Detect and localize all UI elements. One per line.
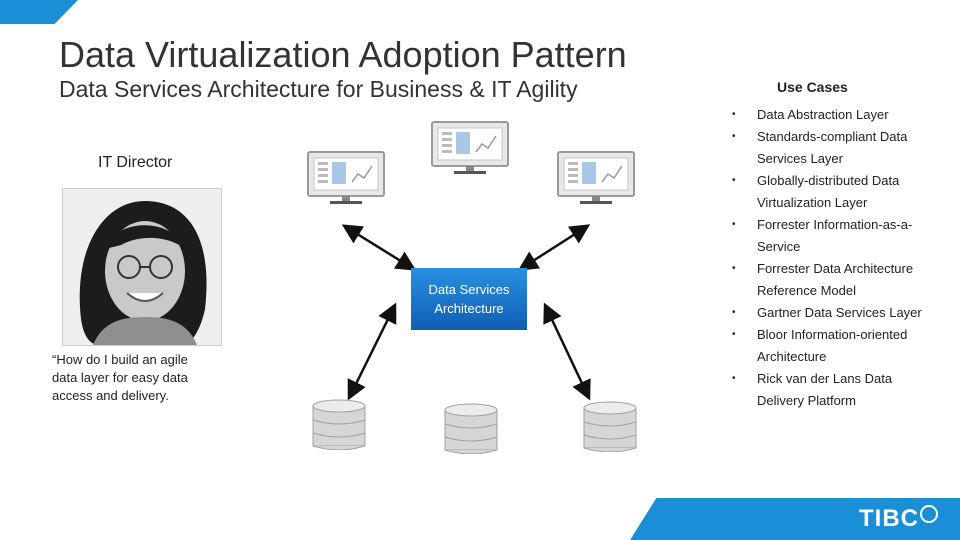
bullet-icon: • (732, 131, 736, 142)
database-icon (583, 401, 637, 452)
use-case-text: Bloor Information-oriented Architecture (757, 327, 908, 364)
use-case-text: Forrester Data Architecture Reference Mo… (757, 261, 914, 298)
company-logo: TIBC (859, 505, 938, 533)
use-case-text: Globally-distributed Data Virtualization… (757, 173, 900, 210)
bullet-icon: • (732, 329, 736, 340)
arrow-icon (543, 302, 591, 401)
bullet-icon: • (732, 263, 736, 274)
person-portrait-image (63, 189, 221, 345)
data-services-architecture-box: Data Services Architecture (411, 268, 527, 330)
use-case-text: Data Abstraction Layer (757, 107, 889, 122)
bullet-icon: • (732, 109, 736, 120)
use-cases-heading: Use Cases (777, 79, 848, 95)
use-case-text: Gartner Data Services Layer (757, 305, 922, 320)
list-item: • Data Abstraction Layer (732, 104, 942, 126)
list-item: • Bloor Information-oriented Architecture (732, 324, 942, 368)
database-icon (312, 399, 366, 450)
use-case-text: Standards-compliant Data Services Layer (757, 129, 908, 166)
corner-accent-top (0, 0, 78, 24)
arrow-icon (347, 302, 397, 401)
database-icon (444, 403, 498, 454)
list-item: • Globally-distributed Data Virtualizatio… (732, 170, 942, 214)
monitor-icon (431, 121, 509, 174)
list-item: • Standards-compliant Data Services Layer (732, 126, 942, 170)
arrow-icon (341, 224, 417, 271)
list-item: • Gartner Data Services Layer (732, 302, 942, 324)
list-item: • Forrester Information-as-a-Service (732, 214, 942, 258)
page-subtitle: Data Services Architecture for Business … (59, 76, 578, 102)
persona-quote: “How do I build an agile data layer for … (52, 352, 188, 403)
bullet-icon: • (732, 175, 736, 186)
bullet-icon: • (732, 219, 736, 230)
page-title: Data Virtualization Adoption Pattern (59, 34, 627, 75)
monitor-icon (557, 151, 635, 204)
use-cases-list: • Data Abstraction Layer • Standards-compl… (732, 104, 942, 412)
bullet-icon: • (732, 373, 736, 384)
use-case-text: Rick van der Lans Data Delivery Platform (757, 371, 893, 408)
arrow-icon (517, 224, 591, 271)
list-item: • Forrester Data Architecture Reference M… (732, 258, 942, 302)
list-item: • Rick van der Lans Data Delivery Platfor… (732, 368, 942, 412)
corner-accent-bottom (630, 498, 960, 540)
use-case-text: Forrester Information-as-a-Service (757, 217, 913, 254)
bullet-icon: • (732, 307, 736, 318)
persona-role: IT Director (98, 154, 173, 171)
logo-text: TIBC (859, 505, 919, 532)
logo-mark-icon (920, 505, 938, 523)
persona-photo (62, 188, 222, 346)
monitor-icon (307, 151, 385, 204)
